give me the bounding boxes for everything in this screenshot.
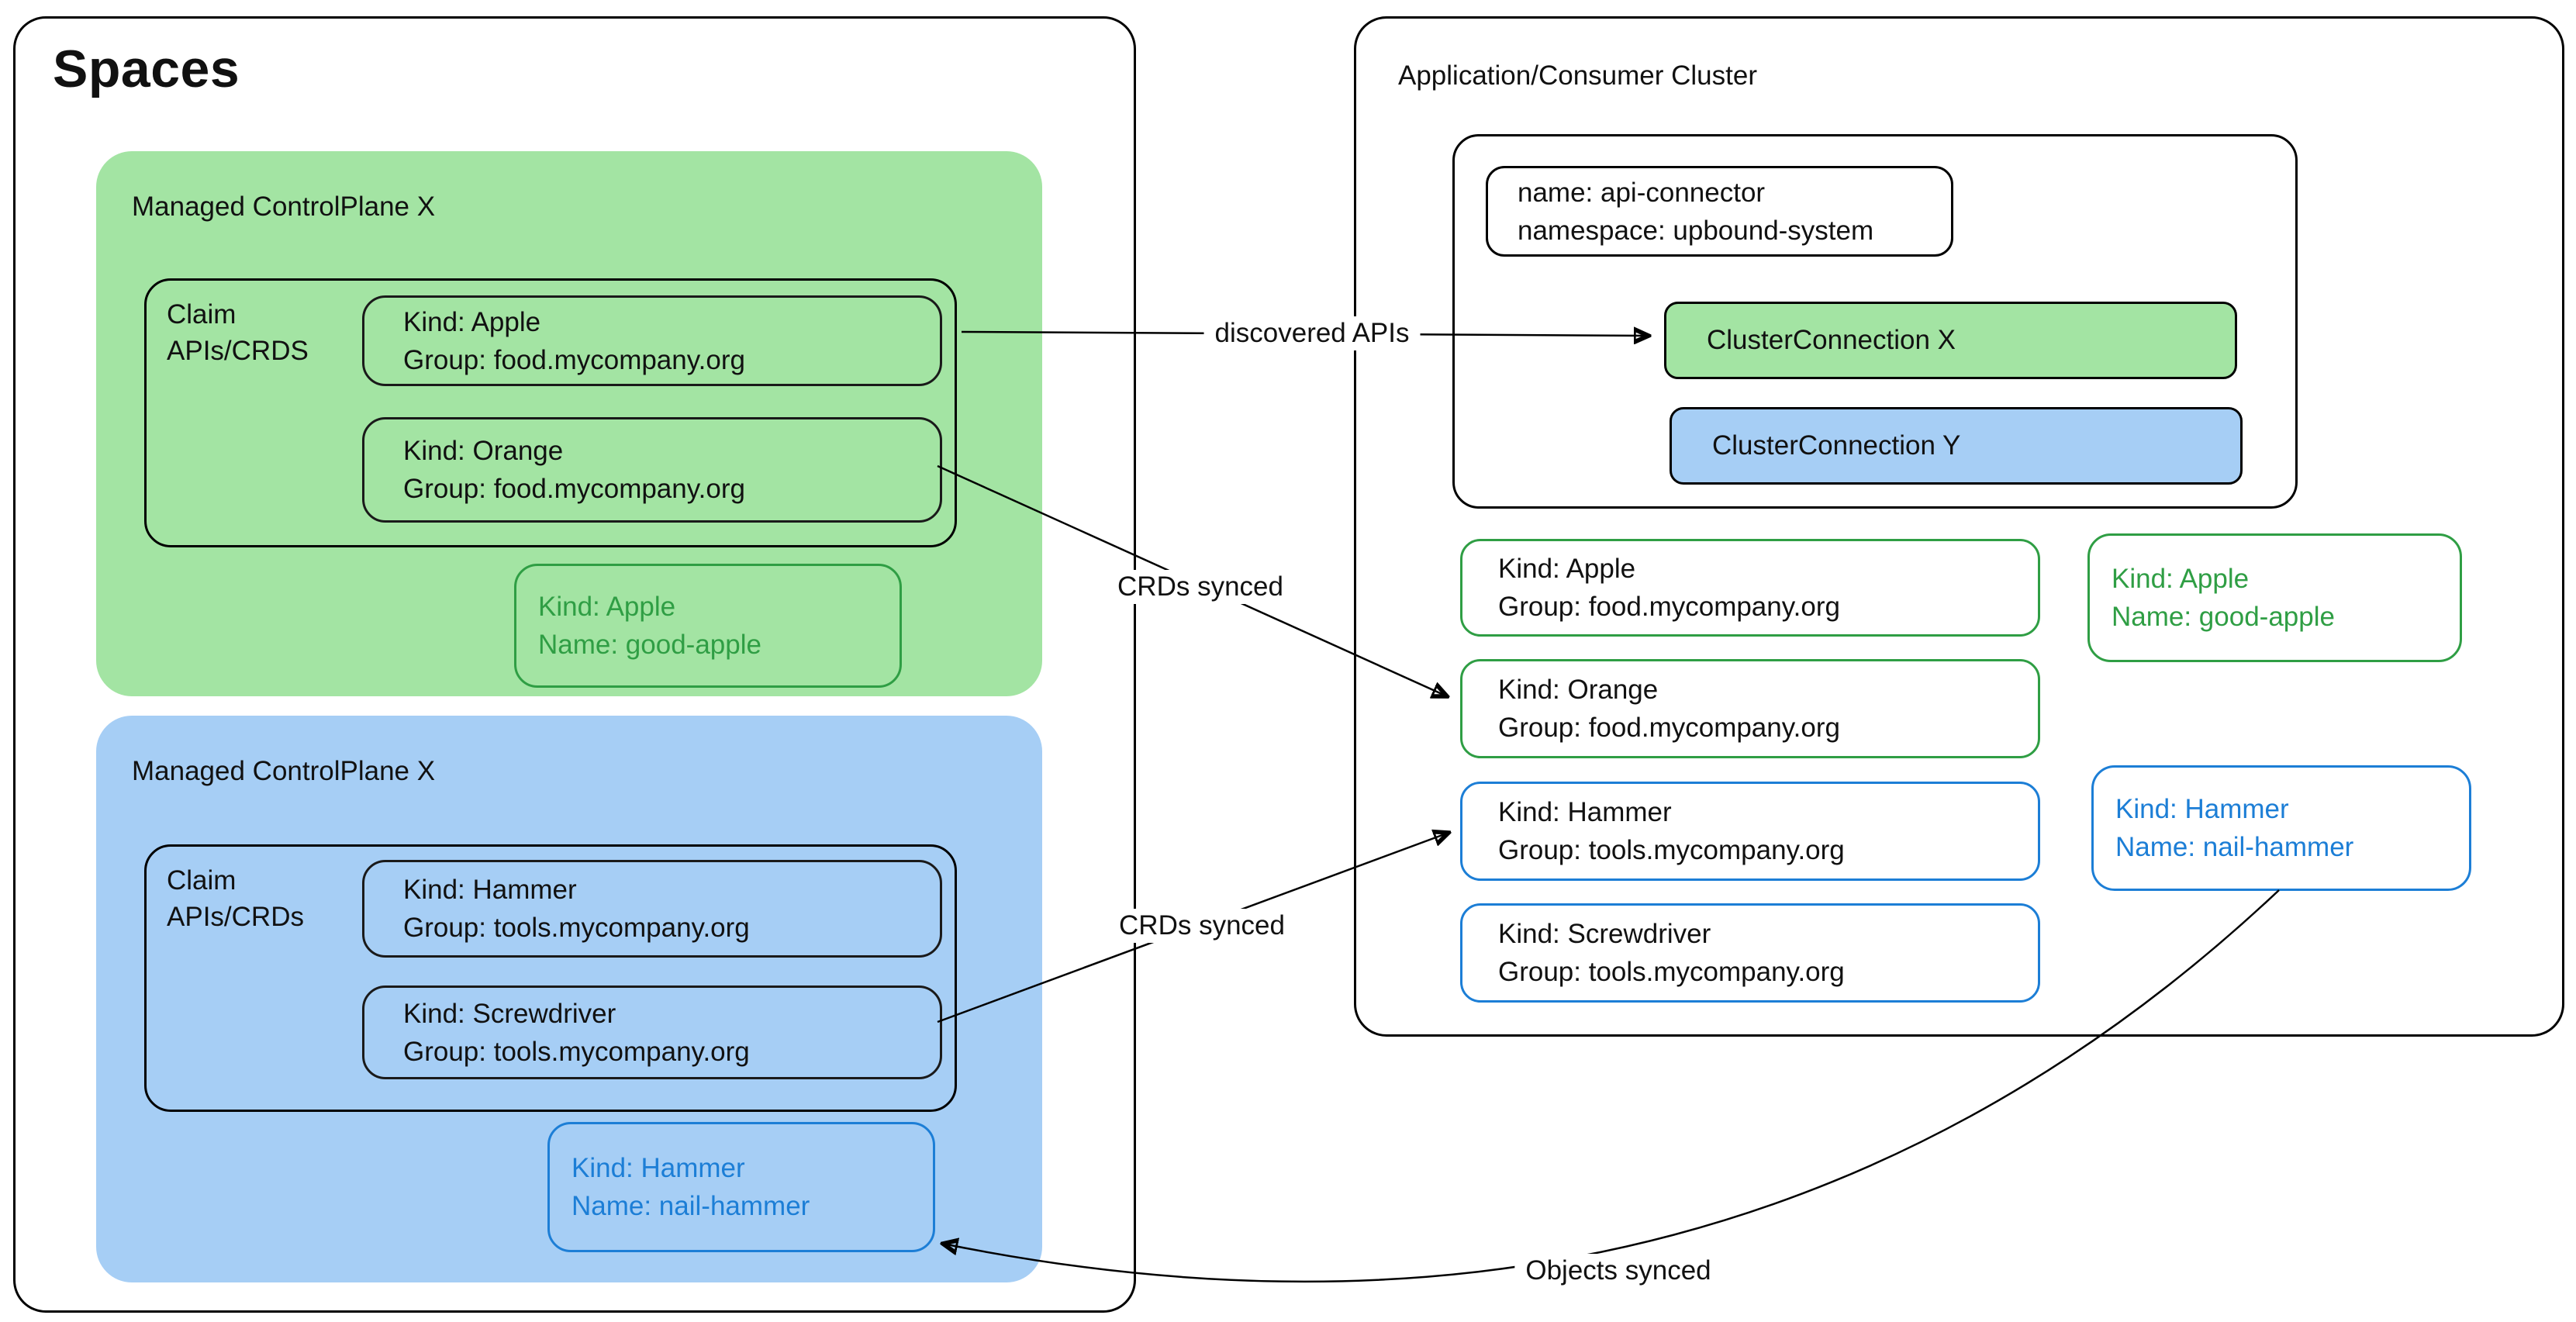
claim-label-line2: APIs/CRDs [167, 902, 304, 932]
api-connector-namespace: namespace: upbound-system [1518, 215, 1874, 246]
managed-controlplane-blue-title: Managed ControlPlane X [132, 756, 436, 786]
object-kind: Kind: Apple [2112, 564, 2250, 594]
synced-crd-hammer: Kind: Hammer Group: tools.mycompany.org [1460, 782, 2040, 881]
api-connector-meta: name: api-connector namespace: upbound-s… [1486, 166, 1953, 257]
spaces-title: Spaces [53, 40, 240, 98]
managed-controlplane-blue: Managed ControlPlane X Claim APIs/CRDs K… [96, 716, 1042, 1282]
claim-container-green: Claim APIs/CRDS Kind: Apple Group: food.… [144, 278, 957, 547]
crd-kind: Kind: Screwdriver [403, 998, 616, 1029]
crd-group: Group: tools.mycompany.org [1498, 957, 1845, 987]
app-consumer-cluster: Application/Consumer Cluster name: api-c… [1354, 16, 2564, 1037]
spaces-container: Spaces Managed ControlPlane X Claim APIs… [13, 16, 1136, 1313]
api-connector-container: name: api-connector namespace: upbound-s… [1452, 134, 2298, 509]
crd-group: Group: food.mycompany.org [403, 474, 745, 504]
synced-object-nail-hammer: Kind: Hammer Name: nail-hammer [2091, 765, 2471, 891]
object-name: Name: nail-hammer [2115, 832, 2354, 862]
object-name: Name: good-apple [2112, 602, 2335, 632]
api-connector-name: name: api-connector [1518, 177, 1766, 208]
cluster-connection-y: ClusterConnection Y [1670, 407, 2243, 485]
claim-label-blue: Claim APIs/CRDs [167, 862, 304, 935]
claim-label-green: Claim APIs/CRDS [167, 296, 309, 369]
object-name: Name: good-apple [538, 630, 761, 660]
claim-label-line1: Claim [167, 865, 237, 896]
object-name: Name: nail-hammer [571, 1191, 810, 1221]
label-crds-synced-green: CRDs synced [1107, 570, 1294, 604]
label-discovered-apis: discovered APIs [1203, 316, 1421, 350]
cluster-title: Application/Consumer Cluster [1398, 60, 1757, 91]
synced-crd-screwdriver: Kind: Screwdriver Group: tools.mycompany… [1460, 903, 2040, 1003]
crd-kind: Kind: Screwdriver [1498, 919, 1711, 949]
crd-kind: Kind: Apple [403, 306, 541, 337]
crd-group: Group: tools.mycompany.org [403, 1036, 750, 1067]
claim-crd-orange: Kind: Orange Group: food.mycompany.org [362, 417, 942, 523]
synced-object-good-apple: Kind: Apple Name: good-apple [2087, 533, 2462, 662]
crd-kind: Kind: Orange [403, 436, 564, 466]
crd-kind: Kind: Orange [1498, 675, 1659, 705]
synced-crd-orange: Kind: Orange Group: food.mycompany.org [1460, 659, 2040, 758]
managed-controlplane-green-title: Managed ControlPlane X [132, 192, 436, 222]
object-kind: Kind: Hammer [2115, 794, 2289, 824]
crd-kind: Kind: Hammer [403, 875, 577, 905]
crd-group: Group: tools.mycompany.org [1498, 835, 1845, 865]
object-kind: Kind: Apple [538, 592, 676, 622]
claim-crd-apple: Kind: Apple Group: food.mycompany.org [362, 295, 942, 386]
crd-kind: Kind: Hammer [1498, 797, 1672, 827]
crd-group: Group: food.mycompany.org [1498, 713, 1840, 743]
label-objects-synced: Objects synced [1514, 1254, 1722, 1288]
crd-group: Group: food.mycompany.org [403, 344, 745, 375]
crd-kind: Kind: Apple [1498, 554, 1636, 584]
object-kind: Kind: Hammer [571, 1153, 745, 1183]
claim-container-blue: Claim APIs/CRDs Kind: Hammer Group: tool… [144, 844, 957, 1112]
claim-crd-screwdriver: Kind: Screwdriver Group: tools.mycompany… [362, 985, 942, 1079]
synced-crd-apple: Kind: Apple Group: food.mycompany.org [1460, 539, 2040, 637]
claim-crd-hammer: Kind: Hammer Group: tools.mycompany.org [362, 860, 942, 958]
cluster-connection-x: ClusterConnection X [1664, 302, 2237, 379]
object-good-apple-left: Kind: Apple Name: good-apple [514, 564, 902, 688]
managed-controlplane-green: Managed ControlPlane X Claim APIs/CRDS K… [96, 151, 1042, 696]
claim-label-line1: Claim [167, 299, 237, 330]
claim-label-line2: APIs/CRDS [167, 336, 309, 366]
object-nail-hammer-left: Kind: Hammer Name: nail-hammer [547, 1122, 935, 1252]
label-crds-synced-blue: CRDs synced [1108, 909, 1296, 943]
crd-group: Group: food.mycompany.org [1498, 592, 1840, 622]
crd-group: Group: tools.mycompany.org [403, 913, 750, 943]
